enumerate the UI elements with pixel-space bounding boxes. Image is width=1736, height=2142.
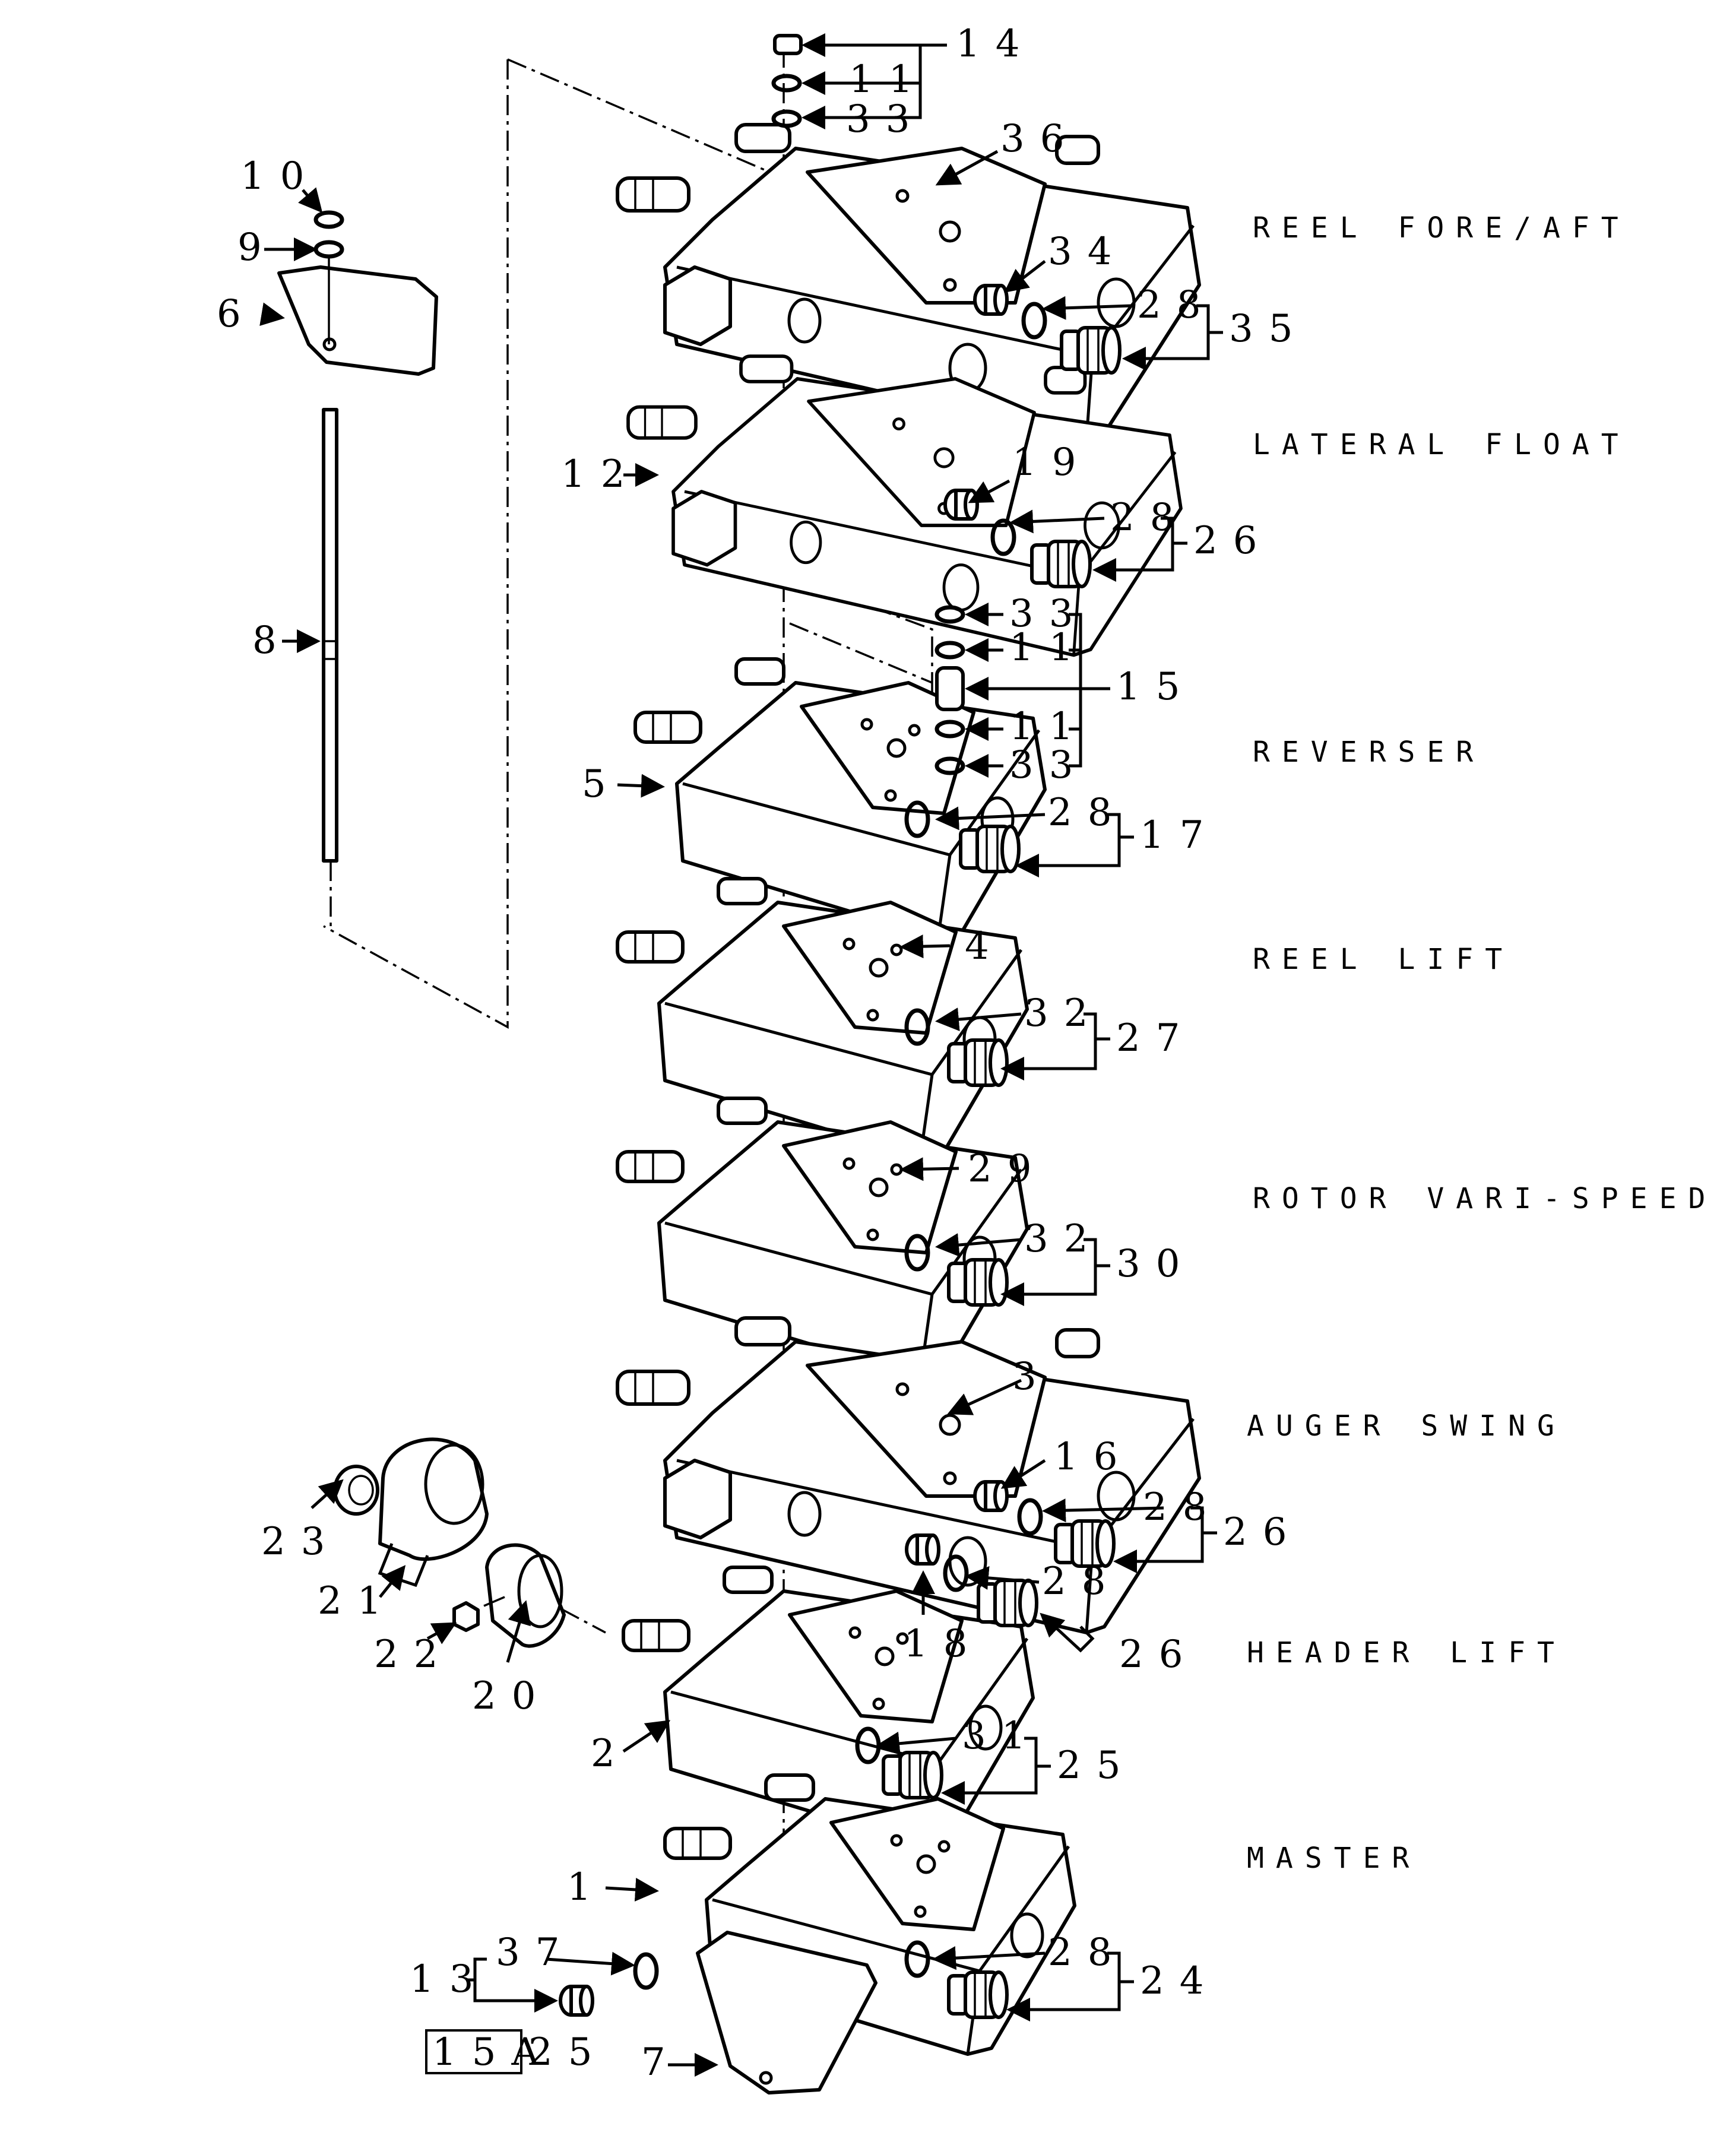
callout-35: 35 [1229,307,1308,351]
callout-14: 14 [956,22,1035,66]
section-label-lateral-float: LATERAL FLOAT [1253,428,1630,461]
callout-31: 31 [962,1714,1041,1758]
plug-19 [945,490,977,519]
callout-4: 4 [965,924,1005,968]
callout-32-a: 32 [1024,991,1103,1035]
fitting-26-a [1032,541,1090,587]
callout-12: 12 [561,452,640,496]
callout-5: 5 [582,762,622,806]
reference-suffix: 25 [528,2030,607,2074]
section-label-reverser: REVERSER [1253,736,1485,769]
fitting-24 [949,1972,1007,2017]
solenoid-coil-20 [483,1543,566,1648]
fitting-30 [949,1260,1007,1305]
callout-28-b: 28 [1110,496,1189,540]
plug-13 [560,1986,593,2015]
nut-23 [333,1465,379,1516]
reference-box [425,2029,522,2074]
callout-23: 23 [261,1520,340,1564]
callout-26-c: 26 [1119,1633,1198,1677]
fitting-26-c [978,1580,1037,1625]
callout-25: 25 [1057,1744,1136,1788]
callout-22: 22 [374,1633,453,1677]
section-label-header-lift: HEADER LIFT [1247,1636,1566,1669]
callout-11-top: 11 [849,58,928,102]
washer-11-mid-1 [937,643,963,657]
bracket-21 [378,1437,489,1588]
callout-30: 30 [1116,1242,1195,1286]
callout-3: 3 [1012,1355,1052,1399]
callout-17: 17 [1140,813,1219,857]
nut-10 [316,213,342,227]
callout-7: 7 [641,2040,681,2084]
plug-34 [975,286,1007,314]
callout-34: 34 [1048,230,1127,274]
callout-8: 8 [252,619,292,663]
plug-18 [907,1535,939,1564]
callout-33-top: 33 [846,97,925,141]
callout-18: 18 [904,1622,983,1666]
section-label-reel-fore-aft: REEL FORE/AFT [1253,211,1630,245]
plug-16 [975,1482,1007,1510]
callout-24: 24 [1140,1959,1219,2003]
callout-2: 2 [591,1732,631,1776]
oring-33-top [774,112,800,126]
callout-33-mid-2: 33 [1009,743,1088,787]
section-label-rotor-vari-speed: ROTOR VARI-SPEED [1253,1182,1717,1215]
section-label-reel-lift: REEL LIFT [1253,943,1514,976]
callout-10: 10 [240,154,319,198]
callout-1: 1 [567,1865,607,1909]
fitting-17 [961,826,1019,872]
threaded-tie-rod-8 [322,408,338,863]
section-label-auger-swing: AUGER SWING [1247,1409,1566,1443]
callout-leader-lines [259,33,1223,2077]
reference-boxed-code: 15A [432,2030,555,2074]
callout-36: 36 [1000,117,1079,161]
callout-15: 15 [1116,665,1195,709]
callout-13: 13 [410,1957,489,2001]
nut-22 [452,1601,480,1632]
callout-21: 21 [318,1579,397,1623]
tie-rod-guide-line [323,58,784,1029]
valve-section-reverser [635,659,1045,938]
callout-28-a: 28 [1137,283,1216,327]
callout-28-d: 28 [1143,1485,1222,1529]
mounting-plate-7 [696,1931,877,2095]
section-label-master: MASTER [1247,1842,1421,1875]
callout-6: 6 [217,292,256,336]
callout-32-b: 32 [1024,1217,1103,1261]
mounting-plate-6 [277,265,438,376]
callout-20: 20 [472,1674,551,1718]
callout-37: 37 [496,1931,575,1975]
callout-29: 29 [968,1147,1047,1191]
callout-16: 16 [1054,1435,1133,1479]
callout-9: 9 [237,226,277,270]
cap-14 [773,34,803,55]
fitting-27 [949,1040,1007,1085]
washer-9 [316,242,342,256]
lateral-float-guide-lines [771,569,933,784]
callout-19: 19 [1012,441,1091,484]
callout-26-b: 26 [1223,1510,1302,1554]
callout-26-a: 26 [1193,519,1272,563]
oring-37 [635,1954,657,1988]
callout-27: 27 [1116,1016,1195,1060]
callout-28-c: 28 [1048,791,1127,835]
cartridge-15 [935,666,965,711]
valve-section-rotor-vari-speed [617,1098,1027,1377]
callout-28-f: 28 [1048,1931,1127,1975]
callout-11-mid-2: 11 [1009,705,1088,749]
washer-11-top [774,76,800,90]
fitting-25 [883,1753,942,1798]
callout-33-mid-1: 33 [1009,592,1088,636]
callout-11-mid-1: 11 [1009,626,1088,670]
callout-28-e: 28 [1042,1560,1121,1604]
fitting-35 [1062,328,1120,373]
